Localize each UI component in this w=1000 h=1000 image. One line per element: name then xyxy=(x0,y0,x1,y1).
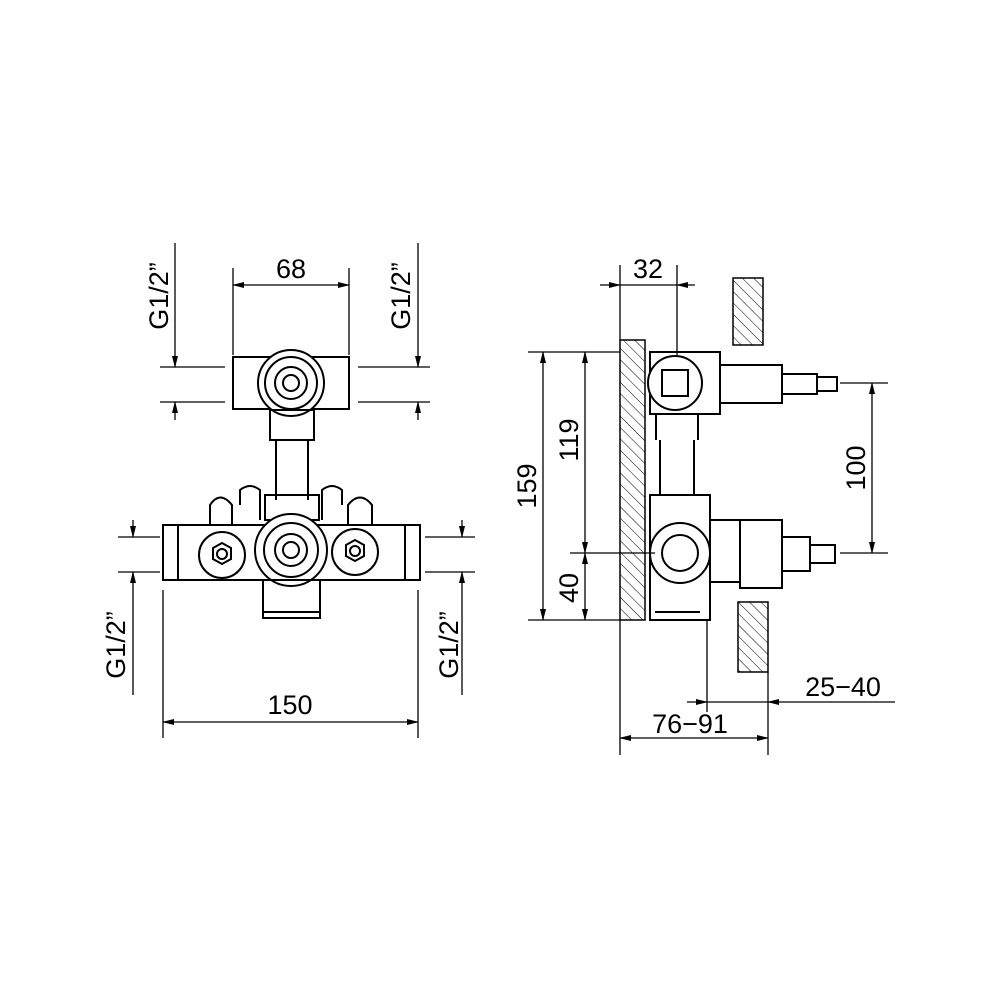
wall-block-top xyxy=(732,277,764,346)
dimension-32: 32 xyxy=(600,254,695,355)
dimension-label: G1/2” xyxy=(434,611,464,679)
dimension-label: G1/2” xyxy=(144,262,174,330)
dimension-thread-top-left: G1/2” xyxy=(144,243,225,420)
dimension-label: 32 xyxy=(633,254,663,284)
valve-body-front xyxy=(162,349,421,619)
front-view: 68 G1/2” G1/2” xyxy=(101,243,475,738)
wall-block-bottom xyxy=(737,601,769,673)
dimension-68: 68 xyxy=(232,254,350,355)
dimension-76-91: 76−91 xyxy=(619,620,769,755)
dimension-label: 159 xyxy=(512,463,542,508)
wall-section xyxy=(619,339,646,621)
dimension-thread-top-right: G1/2” xyxy=(358,243,430,420)
dimension-150: 150 xyxy=(162,590,419,738)
dimension-thread-bottom-left: G1/2” xyxy=(101,520,160,695)
side-view: 32 159 119 40 100 25−40 76−91 xyxy=(512,254,895,755)
dimension-40: 40 xyxy=(554,552,588,621)
dimension-label: 119 xyxy=(554,418,584,461)
dimension-label: 40 xyxy=(554,573,584,603)
dimension-119: 119 xyxy=(554,351,655,554)
dimension-159: 159 xyxy=(512,351,620,621)
dimension-100: 100 xyxy=(840,382,888,554)
dimension-label: G1/2” xyxy=(101,611,131,679)
valve-body-side xyxy=(647,351,838,621)
dimension-label: 150 xyxy=(267,690,312,720)
dimension-label: 100 xyxy=(841,445,871,490)
dimension-label: 25−40 xyxy=(805,672,881,702)
dimension-label: 68 xyxy=(276,254,306,284)
dimension-thread-bottom-right: G1/2” xyxy=(425,520,475,695)
dimension-25-40: 25−40 xyxy=(687,620,895,755)
dimension-label: 76−91 xyxy=(652,709,728,739)
dimension-label: G1/2” xyxy=(386,262,416,330)
